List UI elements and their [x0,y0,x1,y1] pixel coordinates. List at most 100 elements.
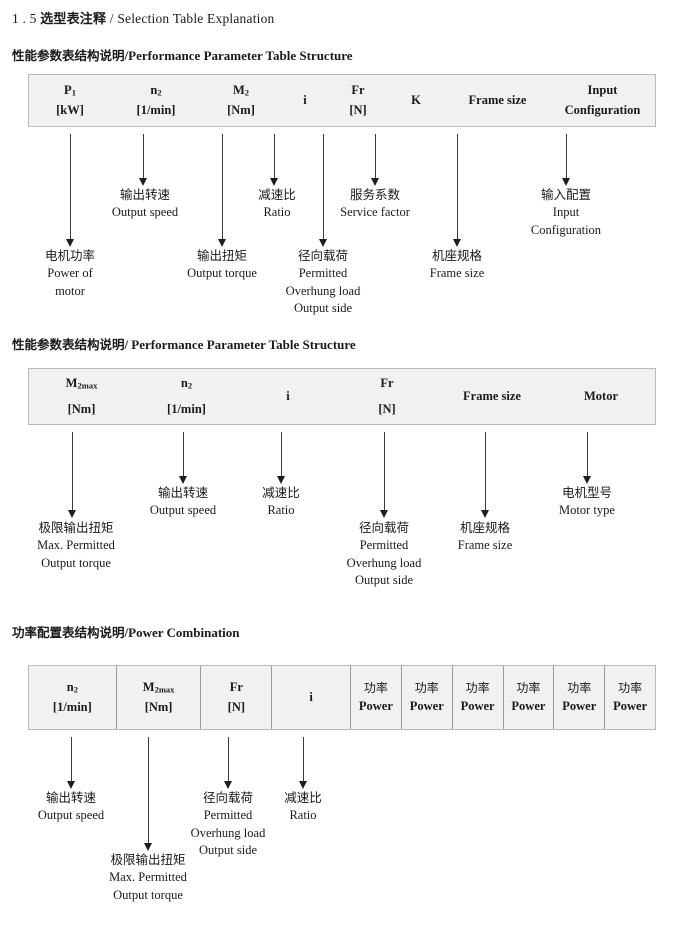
table3-col-power-6-en: Power [613,699,648,714]
table3-col-n2: n2 [1/min] [29,666,116,729]
table1-col-frame-size-symbol: Frame size [468,93,527,107]
table3-col-n2-symbol: n2 [66,680,78,695]
heading-cn: 功率配置表结构说明 [12,625,125,640]
annotation-output-speed-3: 输出转速 Output speed [37,790,105,822]
table3-col-fr: Fr [N] [200,666,271,729]
heading-en: Performance Parameter Table Structure [128,48,353,63]
table2-col-frame-size: Frame size [437,369,547,424]
connector-arrow-frame-size [453,239,461,247]
table1-col-input-config-symbol: Input [587,83,618,98]
annotation-overhung-load-3: 径向载荷 Permitted Overhung load Output side [190,790,266,858]
heading-performance-1: 性能参数表结构说明/Performance Parameter Table St… [12,45,353,64]
connector-line-m2max-3 [148,737,149,843]
connector-arrow-fr [319,239,327,247]
table2-col-n2-symbol: n2 [180,376,193,391]
table3-col-power-5-en: Power [562,699,597,714]
table1-col-p1: P1 [kW] [29,75,111,126]
table1-col-frame-size: Frame size [445,75,550,126]
heading-separator: / [124,337,129,352]
annotation-service-factor: 服务系数 Service factor [340,187,410,219]
connector-arrow-n2 [139,178,147,186]
table1-col-fr: Fr [N] [329,75,387,126]
connector-line-m2max [72,432,73,510]
table1-col-fr-unit: [N] [349,102,367,117]
table2-col-n2: n2 [1/min] [134,369,239,424]
table2-col-fr-symbol: Fr [380,376,394,391]
connector-arrow-n2-3 [67,781,75,789]
section-number: 1 . 5 [12,11,37,26]
table1-col-input-config-unit: Configuration [564,102,641,117]
table3-col-power-4: 功率 Power [502,666,554,729]
annotation-input-configuration: 输入配置 Input Configuration [530,187,602,237]
table3-col-i: i [271,666,350,729]
table3-col-power-2: 功率 Power [400,666,452,729]
annotation-ratio: 减速比 Ratio [258,187,296,219]
performance-table-1: P1 [kW] n2 [1/min] M2 [Nm] i Fr [N] K Fr… [28,74,656,127]
annotation-ratio-2: 减速比 Ratio [262,485,300,517]
connector-line-i-2 [281,432,282,476]
annotation-max-permitted-output-torque: 极限输出扭矩 Max. Permitted Output torque [37,520,115,570]
performance-table-2: M2max [Nm] n2 [1/min] i Fr [N] Frame siz… [28,368,656,425]
table2-col-m2max: M2max [Nm] [29,369,134,424]
table1-col-k-symbol: K [411,93,421,107]
table3-col-fr-symbol: Fr [229,680,243,695]
connector-line-n2 [143,134,144,178]
connector-arrow-m2max [68,510,76,518]
connector-arrow-i-3 [299,781,307,789]
table3-col-power-5-cn: 功率 [567,680,592,695]
table3-col-power-6: 功率 Power [604,666,655,729]
annotation-output-speed-2: 输出转速 Output speed [149,485,217,517]
connector-arrow-n2-2 [179,476,187,484]
table1-col-n2-unit: [1/min] [136,102,176,117]
table2-col-m2max-symbol: M2max [65,376,98,391]
table1-col-m2: M2 [Nm] [201,75,281,126]
connector-line-frame-size-2 [485,432,486,510]
table2-col-m2max-unit: [Nm] [67,401,96,416]
table3-col-m2max-symbol: M2max [142,680,175,695]
annotation-overhung-load-2: 径向载荷 Permitted Overhung load Output side [346,520,422,588]
section-title-separator: / [109,11,114,26]
table2-col-i: i [239,369,337,424]
table3-col-m2max-unit: [Nm] [144,699,173,714]
heading-performance-2: 性能参数表结构说明/ Performance Parameter Table S… [12,334,356,353]
heading-separator: / [124,48,129,63]
connector-arrow-frame-size-2 [481,510,489,518]
connector-arrow-i-2 [277,476,285,484]
table1-col-n2-symbol: n2 [150,83,162,98]
annotation-overhung-load: 径向载荷 Permitted Overhung load Output side [285,248,361,316]
annotation-output-speed: 输出转速 Output speed [111,187,179,219]
table2-col-fr: Fr [N] [337,369,437,424]
table1-col-k: K [387,75,445,126]
connector-arrow-motor [583,476,591,484]
table1-col-m2-unit: [Nm] [227,102,255,117]
table3-col-fr-unit: [N] [227,699,246,714]
heading-cn: 性能参数表结构说明 [12,337,125,352]
section-title-en: Selection Table Explanation [117,11,275,26]
table2-col-fr-unit: [N] [378,401,396,416]
table2-col-frame-size-symbol: Frame size [463,389,521,403]
table3-col-power-5: 功率 Power [553,666,604,729]
table3-col-power-4-en: Power [511,699,546,714]
table1-col-i: i [281,75,329,126]
table1-col-n2: n2 [1/min] [111,75,201,126]
table3-col-power-1-cn: 功率 [363,680,388,695]
table3-col-power-3-en: Power [460,699,495,714]
connector-arrow-m2 [218,239,226,247]
connector-arrow-i [270,178,278,186]
table3-col-power-6-cn: 功率 [618,680,643,695]
table3-col-m2max: M2max [Nm] [115,666,201,729]
annotation-output-torque: 输出扭矩 Output torque [187,248,257,280]
connector-line-motor [587,432,588,476]
connector-line-m2 [222,134,223,239]
connector-line-fr [323,134,324,239]
heading-en: Performance Parameter Table Structure [131,337,356,352]
connector-arrow-k [371,178,379,186]
annotation-power-of-motor: 电机功率 Power of motor [44,248,96,298]
table2-col-motor: Motor [547,369,655,424]
table2-col-motor-symbol: Motor [583,389,618,403]
section-title-cn: 选型表注释 [40,12,107,27]
heading-separator: / [124,625,129,640]
connector-arrow-m2max-3 [144,843,152,851]
connector-line-k [375,134,376,178]
table3-col-power-1-en: Power [358,699,393,714]
